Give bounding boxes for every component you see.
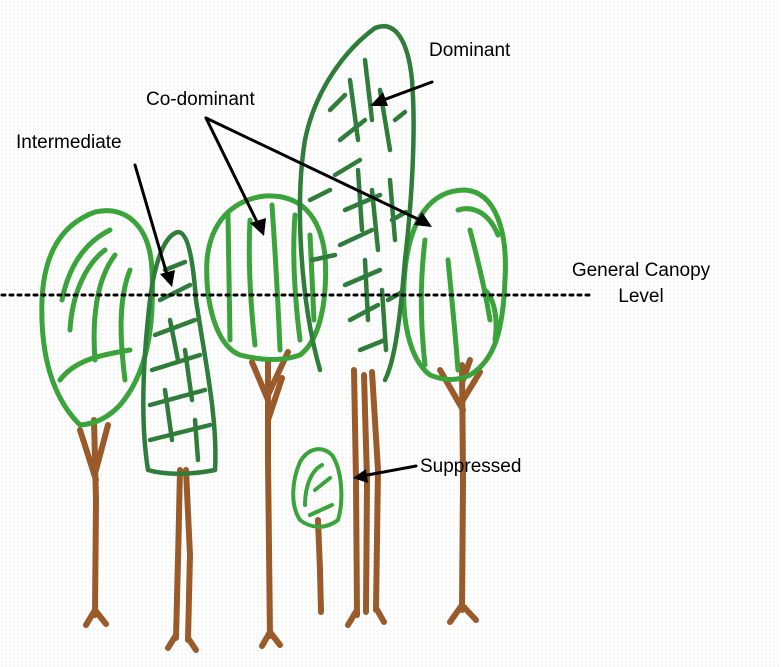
label-co-dominant: Co-dominant	[146, 89, 255, 110]
conifer-crowns	[140, 24, 416, 476]
label-intermediate: Intermediate	[16, 132, 122, 153]
label-suppressed: Suppressed	[420, 456, 522, 477]
label-dominant: Dominant	[429, 40, 511, 61]
canopy-label-line-2: Level	[618, 286, 664, 307]
trunks	[77, 349, 483, 653]
arrow-heads	[160, 92, 432, 483]
label-general-canopy-level: General Canopy Level	[541, 258, 741, 310]
suppressed-crown	[291, 447, 344, 529]
canopy-label-line-1: General Canopy	[571, 260, 711, 281]
label-arrows	[133, 80, 434, 478]
